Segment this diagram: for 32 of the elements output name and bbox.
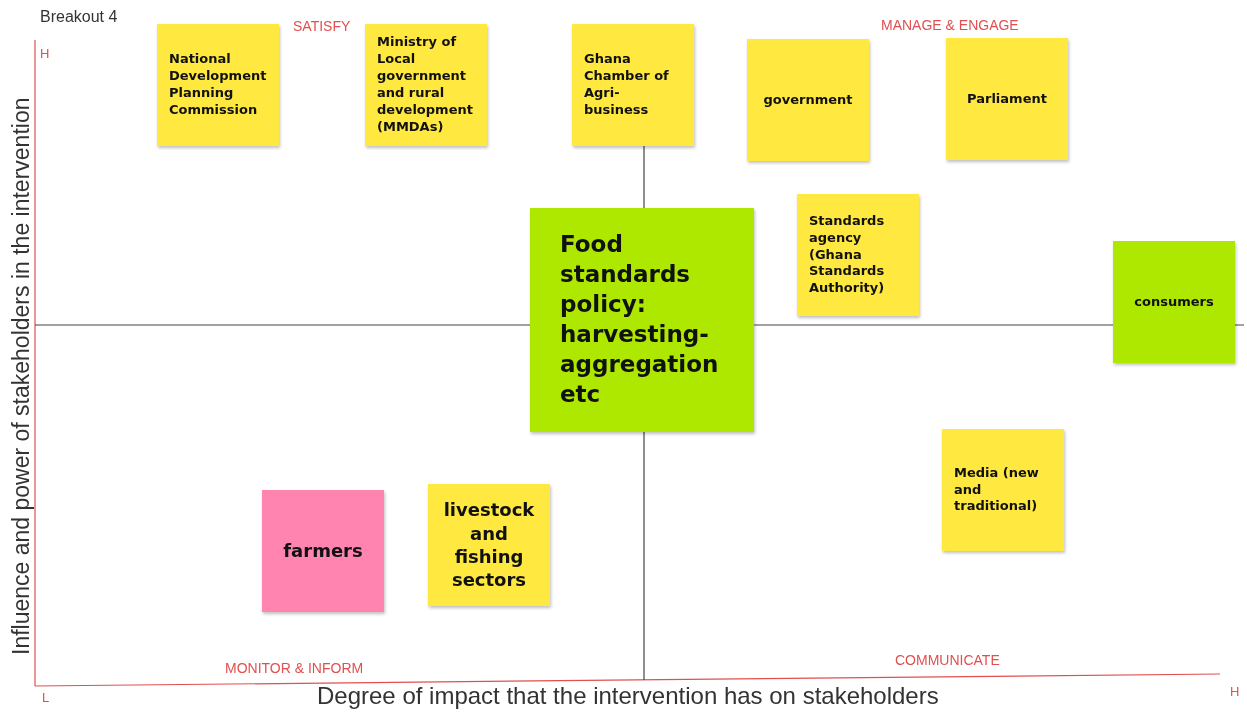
note-text: Parliament: [967, 90, 1047, 108]
note-text: Food standards policy: harvesting-aggregation etc: [560, 230, 720, 409]
axis-tick-label: L: [42, 690, 50, 705]
sticky-note: [365, 24, 487, 146]
title: Breakout 4: [40, 8, 118, 26]
note-text: Ghana Chamber of Agri-business: [584, 51, 670, 119]
sticky-note: [797, 194, 919, 316]
axis-tick-label: H: [1230, 684, 1240, 699]
axis-title: Degree of impact that the intervention has on stakeholders: [317, 682, 939, 710]
sticky-note: [157, 24, 279, 146]
quadrant-label: MANAGE & ENGAGE: [881, 17, 1019, 33]
note-text: Ministry of Local government and rural development (MMDAs): [377, 34, 474, 136]
sticky-note: [572, 24, 694, 146]
sticky-note: [946, 38, 1068, 160]
sticky-note: [428, 484, 550, 606]
quadrant-label: MONITOR & INFORM: [225, 660, 364, 676]
sticky-note: [262, 490, 384, 612]
note-text: livestock and fishing sectors: [442, 498, 536, 592]
sticky-note: [747, 39, 869, 161]
quadrant-label: SATISFY: [293, 18, 351, 34]
quadrant-label: COMMUNICATE: [895, 652, 1000, 668]
sticky-note: [530, 208, 754, 432]
note-text: farmers: [283, 539, 363, 563]
note-text: Standards agency (Ghana Standards Authority): [809, 212, 886, 298]
note-text: National Development Planning Commission: [169, 51, 267, 119]
note-text: Media (new and traditional): [954, 464, 1040, 516]
axis-tick-label: H: [40, 46, 50, 61]
note-text: consumers: [1134, 293, 1214, 311]
axis-title: Influence and power of stakeholders in the intervention: [8, 96, 35, 657]
note-text: government: [763, 91, 853, 109]
sticky-note: [1113, 241, 1235, 363]
sticky-note: [942, 429, 1064, 551]
